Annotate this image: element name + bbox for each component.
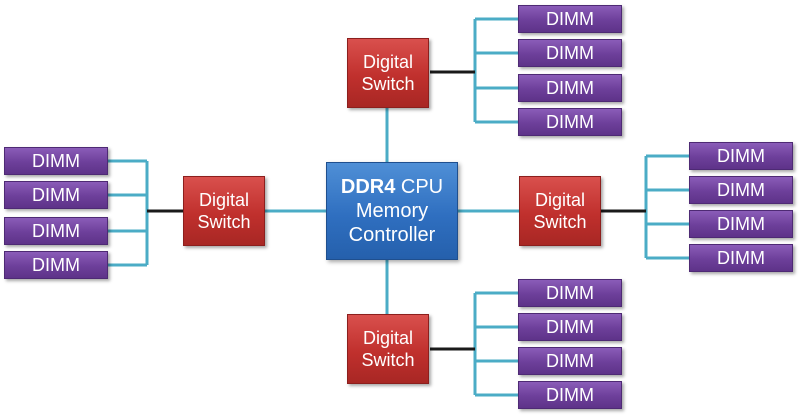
bottom-dimm-fanout bbox=[473, 291, 520, 397]
switch-label-line2: Switch bbox=[197, 212, 251, 232]
left-dimm-fanout bbox=[107, 159, 149, 267]
dimm-right-4: DIMM bbox=[689, 244, 793, 272]
dimm-right-3: DIMM bbox=[689, 210, 793, 238]
dimm-bottom-4: DIMM bbox=[518, 381, 622, 409]
dimm-bottom-3: DIMM bbox=[518, 347, 622, 375]
controller-line1: DDR4 CPU bbox=[341, 175, 443, 199]
controller-cpu-label: CPU bbox=[400, 176, 444, 198]
top-dimm-fanout bbox=[473, 17, 520, 124]
dimm-left-2: DIMM bbox=[4, 181, 108, 209]
dimm-top-4: DIMM bbox=[518, 108, 622, 136]
dimm-bottom-1: DIMM bbox=[518, 279, 622, 307]
controller-line2: Memory bbox=[355, 200, 429, 222]
switch-label-line2: Switch bbox=[361, 350, 415, 370]
dimm-bottom-2: DIMM bbox=[518, 313, 622, 341]
dimm-top-3: DIMM bbox=[518, 74, 622, 102]
switch-label-line1: Digital bbox=[534, 190, 586, 210]
dimm-left-3: DIMM bbox=[4, 217, 108, 245]
dimm-left-1: DIMM bbox=[4, 147, 108, 175]
dimm-top-2: DIMM bbox=[518, 39, 622, 67]
digital-switch-top: Digital Switch bbox=[347, 38, 429, 108]
dimm-right-1: DIMM bbox=[689, 142, 793, 170]
digital-switch-left: Digital Switch bbox=[183, 176, 265, 246]
switch-label-line1: Digital bbox=[362, 328, 414, 348]
dimm-left-4: DIMM bbox=[4, 251, 108, 279]
dimm-top-1: DIMM bbox=[518, 5, 622, 33]
controller-line3: Controller bbox=[348, 224, 436, 246]
switch-label-line1: Digital bbox=[362, 52, 414, 72]
switch-label-line2: Switch bbox=[361, 74, 415, 94]
digital-switch-right: Digital Switch bbox=[519, 176, 601, 246]
switch-label-line1: Digital bbox=[198, 190, 250, 210]
controller-ddr-label: DDR4 bbox=[340, 176, 396, 198]
switch-label-line2: Switch bbox=[533, 212, 587, 232]
digital-switch-bottom: Digital Switch bbox=[347, 314, 429, 384]
dimm-right-2: DIMM bbox=[689, 176, 793, 204]
cpu-memory-controller: DDR4 CPU Memory Controller bbox=[326, 162, 458, 260]
right-dimm-fanout bbox=[644, 154, 691, 260]
